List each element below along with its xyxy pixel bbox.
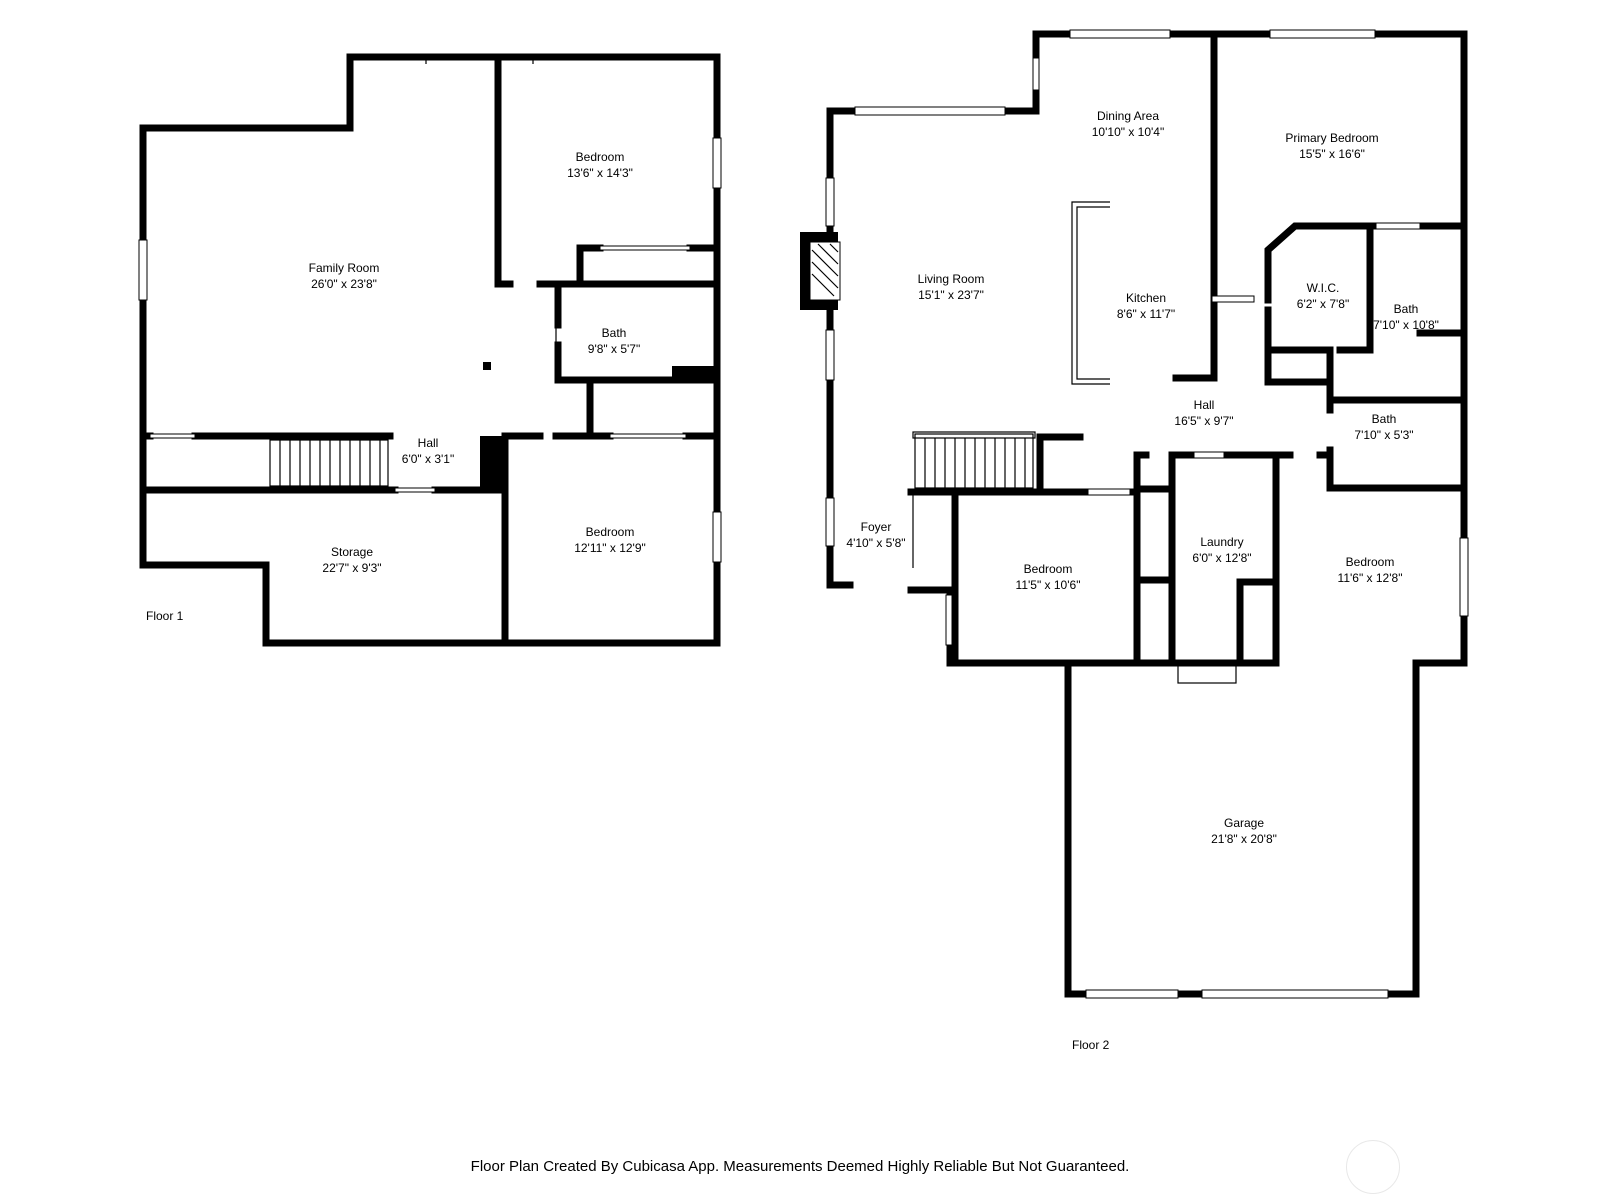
room-name: Hall: [1194, 398, 1215, 412]
floor-2-outer-wall: [826, 306, 854, 589]
floor-2-interior-wall: [1326, 396, 1468, 492]
floor-2-door: [1375, 222, 1421, 230]
floor-2-door: [1087, 488, 1131, 496]
room-size: 12'11" x 12'9": [574, 541, 646, 555]
floor-1-interior-wall: [576, 244, 721, 288]
floor-1-post: [483, 362, 491, 370]
room-size: 21'8" x 20'8": [1211, 832, 1277, 846]
room-size: 15'1" x 23'7": [918, 288, 984, 302]
floor-1-outer-wall: [139, 53, 721, 647]
floor-2-door: [1193, 451, 1225, 459]
room-size: 22'7" x 9'3": [322, 561, 381, 575]
room-name: Bedroom: [1024, 562, 1073, 576]
floor-2-interior-wall: [1236, 578, 1274, 667]
floor-1-door: [394, 487, 436, 493]
floor-1-window: [138, 239, 148, 301]
floor-1-window: [712, 511, 722, 563]
room-size: 13'6" x 14'3": [567, 166, 633, 180]
room-name: Dining Area: [1097, 109, 1159, 123]
room-name: Bedroom: [576, 150, 625, 164]
floor-2-window: [1032, 57, 1040, 91]
room-size: 11'5" x 10'6": [1016, 578, 1081, 592]
room-size: 7'10" x 5'3": [1354, 428, 1413, 442]
garage-door: [1201, 989, 1389, 999]
floor-1-door: [149, 433, 196, 439]
floor-1-window: [712, 137, 722, 189]
floor-2-interior-wall: [1036, 433, 1084, 494]
room-size: 9'8" x 5'7": [588, 342, 640, 356]
garage-entry-step: [1177, 662, 1237, 684]
room-size: 10'10" x 10'4": [1092, 125, 1165, 139]
wic-wall: [1264, 306, 1334, 354]
room-size: 8'6" x 11'7": [1117, 307, 1175, 321]
floor-2-window: [1269, 29, 1376, 39]
room-size: 6'0" x 3'1": [402, 452, 454, 466]
room-size: 6'0" x 12'8": [1192, 551, 1251, 565]
floor-2-window: [825, 177, 835, 227]
floor-1-stairs: [269, 439, 389, 487]
floor-2-window: [825, 329, 835, 381]
floor-2-interior-wall: [1264, 346, 1329, 386]
room-name: Bath: [1372, 412, 1397, 426]
garage-wall: [1064, 659, 1420, 998]
floor-2-window: [825, 497, 835, 547]
room-name: Family Room: [309, 261, 380, 275]
room-size: 16'5" x 9'7": [1174, 414, 1233, 428]
room-name: Bedroom: [1346, 555, 1395, 569]
room-name: Kitchen: [1126, 291, 1166, 305]
footer-disclaimer: Floor Plan Created By Cubicasa App. Meas…: [470, 1158, 1130, 1175]
kitchen-counter: [1071, 201, 1110, 385]
room-name: W.I.C.: [1307, 281, 1340, 295]
floor-label: Floor 1: [146, 609, 184, 623]
floor-1-closet-door: [599, 245, 691, 251]
room-size: 7'10" x 10'8": [1373, 318, 1439, 332]
room-name: Bedroom: [586, 525, 635, 539]
floor-2-interior-wall: [1264, 346, 1468, 404]
room-name: Primary Bedroom: [1285, 131, 1378, 145]
floor-label: Floor 2: [1072, 1038, 1110, 1052]
room-size: 6'2" x 7'8": [1297, 297, 1349, 311]
floor-1-bath-wall: [554, 283, 721, 384]
floor-1-plan: Family Room 26'0" x 23'8" Bedroom 13'6" …: [138, 53, 722, 647]
room-size: 11'6" x 12'8": [1338, 571, 1403, 585]
floor-2-interior-wall: [1172, 30, 1218, 382]
fireplace: [800, 232, 841, 310]
room-size: 4'10" x 5'8": [846, 536, 905, 550]
kitchen-counter: [1076, 206, 1110, 380]
room-name: Bath: [602, 326, 627, 340]
floor-1-door: [609, 433, 687, 439]
floor-2-window: [1459, 537, 1469, 617]
room-name: Foyer: [861, 520, 892, 534]
garage-door: [1085, 989, 1179, 999]
floor-2-door: [1211, 295, 1255, 303]
room-name: Hall: [418, 436, 439, 450]
room-size: 15'5" x 16'6": [1299, 147, 1365, 161]
floor-2-window: [854, 106, 1006, 116]
watermark-logo: [1346, 1140, 1400, 1194]
room-name: Laundry: [1200, 535, 1243, 549]
floor-2-interior-wall: [1134, 485, 1176, 584]
room-name: Bath: [1394, 302, 1419, 316]
floor-2-window: [1069, 29, 1171, 39]
room-name: Garage: [1224, 816, 1264, 830]
floor-1-door-swing: [425, 57, 557, 380]
floor-2-plan: Dining Area 10'10" x 10'4" Primary Bedro…: [800, 29, 1469, 1052]
room-name: Storage: [331, 545, 373, 559]
wic-wall: [1264, 222, 1374, 354]
room-name: Living Room: [918, 272, 985, 286]
floor-2-stairs: [912, 431, 1036, 489]
room-size: 26'0" x 23'8": [311, 277, 377, 291]
floor-1-bath-fixture: [672, 366, 717, 381]
